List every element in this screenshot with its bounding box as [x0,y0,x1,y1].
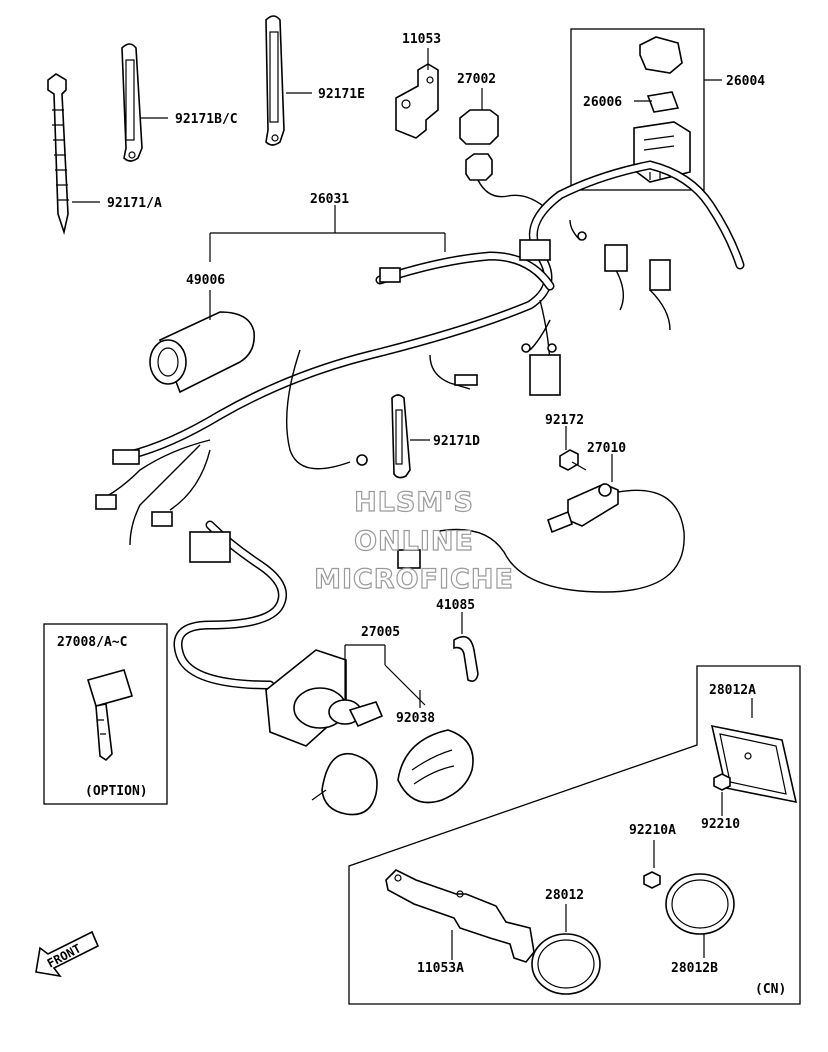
bracket-11053a [385,869,535,963]
group-box-26004 [570,28,705,191]
watermark-line-3: MICROFICHE [314,564,514,595]
label-26004: 26004 [726,74,765,89]
cover-49006 [149,311,256,394]
cable-tie-92171d [391,394,411,479]
label-92171bc: 92171B/C [175,112,238,127]
front-arrow-icon [35,930,100,978]
label-41085: 41085 [436,598,475,613]
watermark-line-2: ONLINE [354,526,474,557]
label-92210a: 92210A [629,823,676,838]
label-92038: 92038 [396,711,435,726]
reflector-28012b [665,873,735,935]
reflector-28012a [710,724,798,804]
cable-tie-92171a [47,73,69,235]
group-box-reflectors [348,665,801,1005]
label-option: (OPTION) [85,784,148,799]
cap-92038 [397,729,474,804]
label-28012b: 28012B [671,961,718,976]
label-27002: 27002 [457,72,496,87]
wiring-harness-26031 [95,160,745,546]
label-92171d: 92171D [433,434,480,449]
nut-92210 [713,773,731,791]
label-27005: 27005 [361,625,400,640]
label-49006: 49006 [186,273,225,288]
nut-92210a [643,871,661,889]
label-27008: 27008/A~C [57,635,127,650]
label-11053: 11053 [402,32,441,47]
label-28012: 28012 [545,888,584,903]
watermark: HLSM'S ONLINE MICROFICHE [313,486,514,595]
relay-27002 [459,109,549,211]
label-11053a: 11053A [417,961,464,976]
watermark-line-1: HLSM'S [354,487,474,518]
label-26031: 26031 [310,192,349,207]
label-26006: 26006 [583,95,622,110]
key-27008 [86,669,134,762]
bolt-92172 [559,449,587,471]
label-28012a: 28012A [709,683,756,698]
clamp-41085 [453,635,479,682]
label-27010: 27010 [587,441,626,456]
reflector-28012 [531,933,601,995]
ignition-switch-27005 [173,520,384,816]
label-92171a: 92171/A [107,196,162,211]
label-92210: 92210 [701,817,740,832]
group-box-27008 [43,623,168,805]
label-92172: 92172 [545,413,584,428]
label-92171e: 92171E [318,87,365,102]
cable-tie-92171bc [121,43,143,162]
label-cn: (CN) [755,982,786,997]
relay-26004 [633,36,691,183]
bracket-11053 [395,63,439,139]
switch-27010 [397,483,685,593]
cable-tie-92171e [265,15,285,146]
